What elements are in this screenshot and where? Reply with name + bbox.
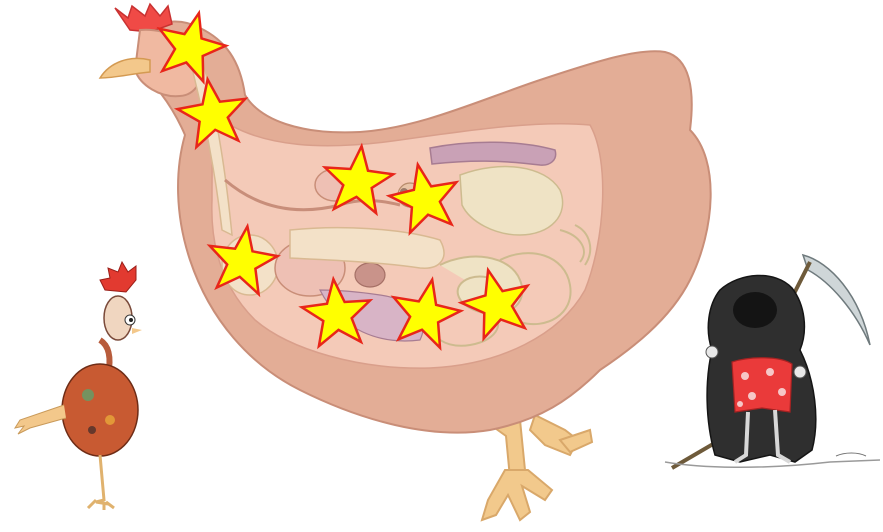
grim-reaper-icon bbox=[665, 255, 880, 468]
running-chicken-icon bbox=[15, 262, 142, 510]
scythe-icon bbox=[803, 255, 870, 345]
hen-kidney bbox=[430, 142, 556, 165]
hen-illustration bbox=[100, 4, 711, 520]
cartoon-chicken-body bbox=[62, 364, 138, 456]
